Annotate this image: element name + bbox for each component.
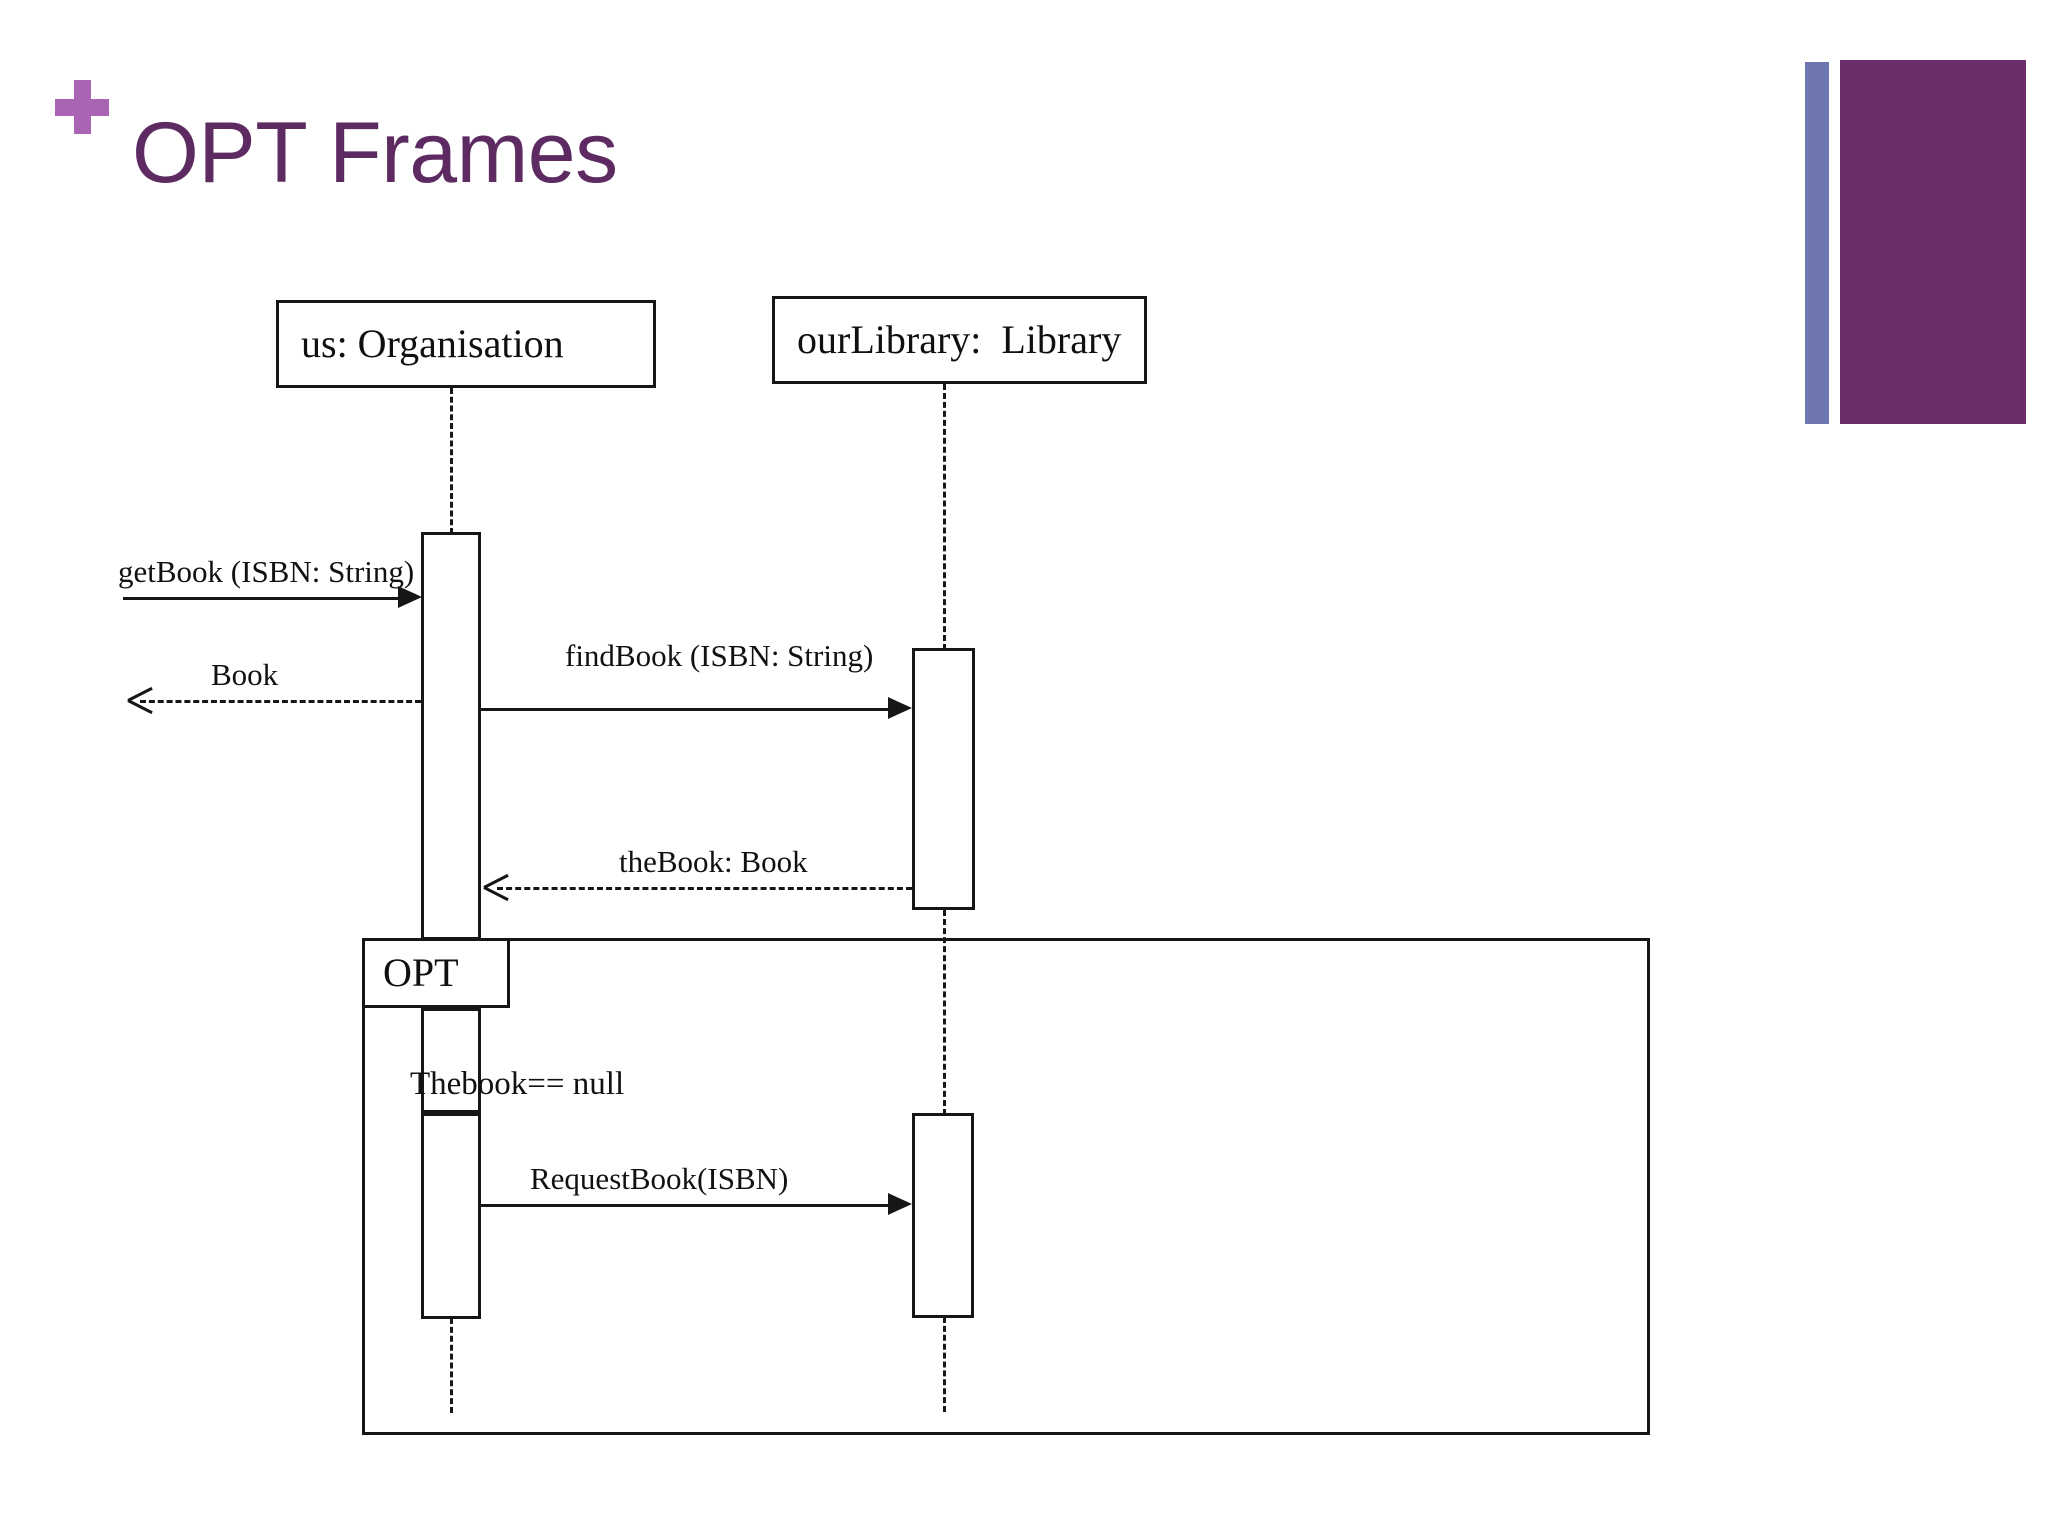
opt-fragment-operator-box: OPT — [362, 938, 510, 1008]
activation-bar-organisation-2a — [421, 1008, 481, 1113]
lifeline-box-library: ourLibrary: Library — [772, 296, 1147, 384]
message-arrow-head-getbook — [398, 586, 422, 608]
lifeline-box-organisation: us: Organisation — [276, 300, 656, 388]
message-label-findbook: findBook (ISBN: String) — [565, 638, 874, 673]
message-arrow-line-getbook — [123, 597, 401, 600]
message-label-thebook: theBook: Book — [619, 844, 808, 879]
lifeline-dash-library-upper — [943, 384, 946, 650]
activation-bar-library-2 — [912, 1113, 974, 1318]
message-arrow-line-book — [140, 700, 421, 703]
message-label-getbook: getBook (ISBN: String) — [118, 554, 415, 589]
message-arrow-line-requestbook — [481, 1204, 890, 1207]
activation-bar-organisation-1 — [421, 532, 481, 940]
opt-fragment-guard-condition: Thebook== null — [410, 1066, 625, 1102]
decorative-thin-bar — [1805, 62, 1829, 424]
message-arrow-line-thebook — [497, 887, 912, 890]
plus-icon — [55, 80, 109, 134]
plus-icon-vertical-bar — [74, 80, 91, 134]
lifeline-dash-library-lower — [943, 1317, 946, 1412]
page-title: OPT Frames — [132, 105, 618, 201]
activation-bar-organisation-2b — [421, 1113, 481, 1319]
message-arrow-head-requestbook — [888, 1193, 912, 1215]
message-arrow-head-book — [128, 688, 152, 712]
opt-fragment-operator-label: OPT — [383, 950, 459, 995]
activation-bar-library-1 — [912, 648, 975, 910]
lifeline-dash-organisation-upper — [450, 388, 453, 534]
message-arrow-head-findbook — [888, 697, 912, 719]
message-arrow-head-thebook — [484, 875, 508, 899]
message-label-book: Book — [211, 657, 279, 692]
opt-fragment-frame — [362, 938, 1650, 1435]
lifeline-label-organisation: us: Organisation — [301, 321, 564, 366]
message-arrow-line-findbook — [481, 708, 890, 711]
decorative-wide-bar — [1840, 60, 2026, 424]
lifeline-dash-library-middle — [943, 910, 946, 1115]
lifeline-label-library: ourLibrary: Library — [797, 317, 1122, 362]
lifeline-dash-organisation-lower — [450, 1318, 453, 1413]
message-label-requestbook: RequestBook(ISBN) — [530, 1161, 789, 1196]
